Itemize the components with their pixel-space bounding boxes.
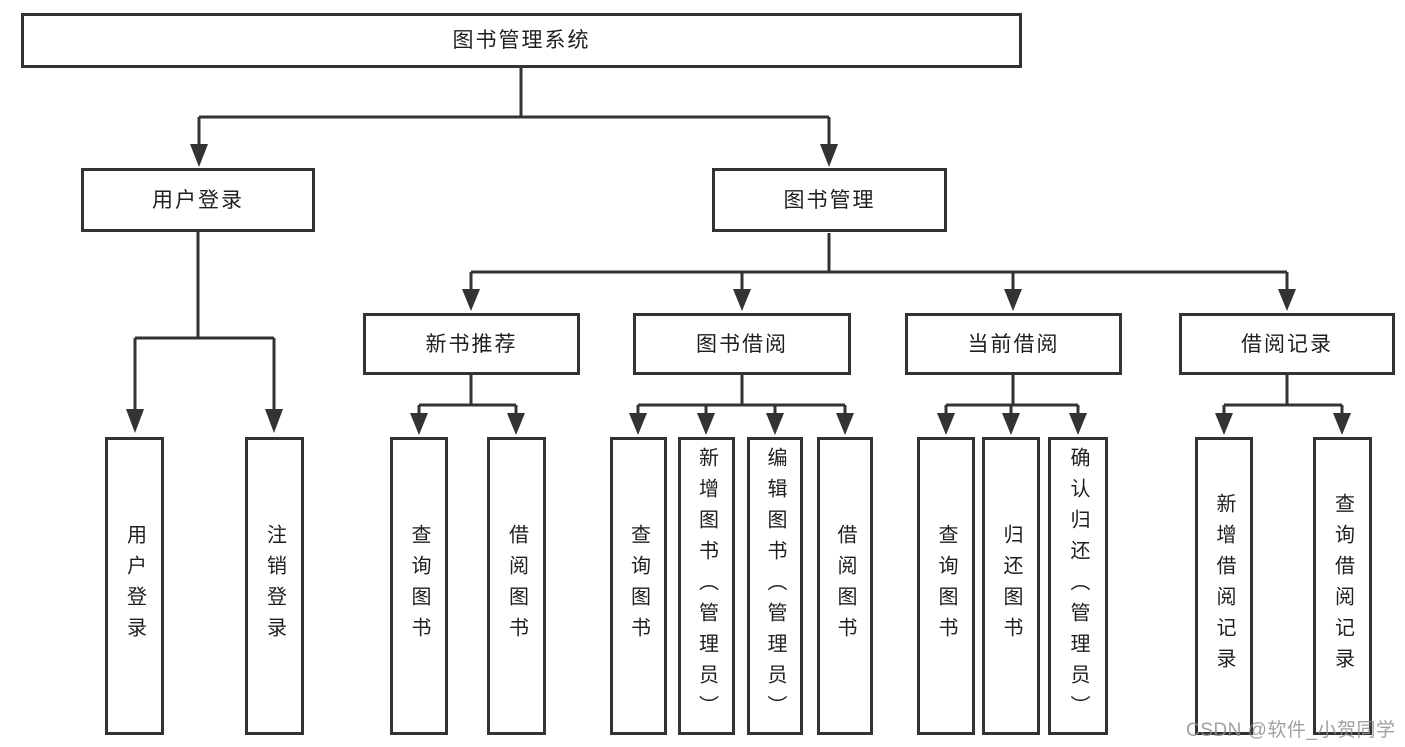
- node-label: 查询图书: [408, 524, 430, 648]
- node-current-borrow: 当前借阅: [905, 313, 1122, 375]
- node-new-book-recommend: 新书推荐: [363, 313, 580, 375]
- node-label: 新增借阅记录: [1213, 493, 1235, 679]
- node-add-books-admin: 新增图书（管理员）: [678, 437, 735, 735]
- node-library-management-system: 图书管理系统: [21, 13, 1022, 68]
- node-borrow-books-a: 借阅图书: [487, 437, 546, 735]
- node-return-books: 归还图书: [982, 437, 1040, 735]
- node-book-borrow: 图书借阅: [633, 313, 851, 375]
- node-user-login: 用户登录: [81, 168, 315, 232]
- arrowhead-icons: [126, 144, 1351, 435]
- node-label: 查询图书: [627, 524, 650, 648]
- node-label: 编辑图书（管理员）: [764, 446, 786, 726]
- node-label: 注销登录: [263, 524, 286, 648]
- node-query-books-c: 查询图书: [917, 437, 975, 735]
- node-label: 借阅图书: [834, 524, 856, 648]
- node-label: 归还图书: [1000, 524, 1022, 648]
- node-borrow-records: 借阅记录: [1179, 313, 1395, 375]
- node-add-borrow-record: 新增借阅记录: [1195, 437, 1253, 735]
- node-edit-books-admin: 编辑图书（管理员）: [747, 437, 803, 735]
- node-label: 查询图书: [935, 524, 957, 648]
- node-user-login-leaf: 用户登录: [105, 437, 164, 735]
- node-logout-leaf: 注销登录: [245, 437, 304, 735]
- node-label: 确认归还（管理员）: [1067, 446, 1089, 726]
- node-label: 用户登录: [123, 524, 146, 648]
- node-query-borrow-record: 查询借阅记录: [1313, 437, 1372, 735]
- node-label: 借阅图书: [505, 524, 528, 648]
- node-query-books-a: 查询图书: [390, 437, 448, 735]
- node-query-books-b: 查询图书: [610, 437, 667, 735]
- node-label: 查询借阅记录: [1331, 493, 1354, 679]
- node-label: 新增图书（管理员）: [695, 446, 718, 726]
- node-confirm-return-admin: 确认归还（管理员）: [1048, 437, 1108, 735]
- csdn-watermark: CSDN @软件_小贺同学: [1186, 720, 1396, 741]
- node-borrow-books-b: 借阅图书: [817, 437, 873, 735]
- node-book-management: 图书管理: [712, 168, 947, 232]
